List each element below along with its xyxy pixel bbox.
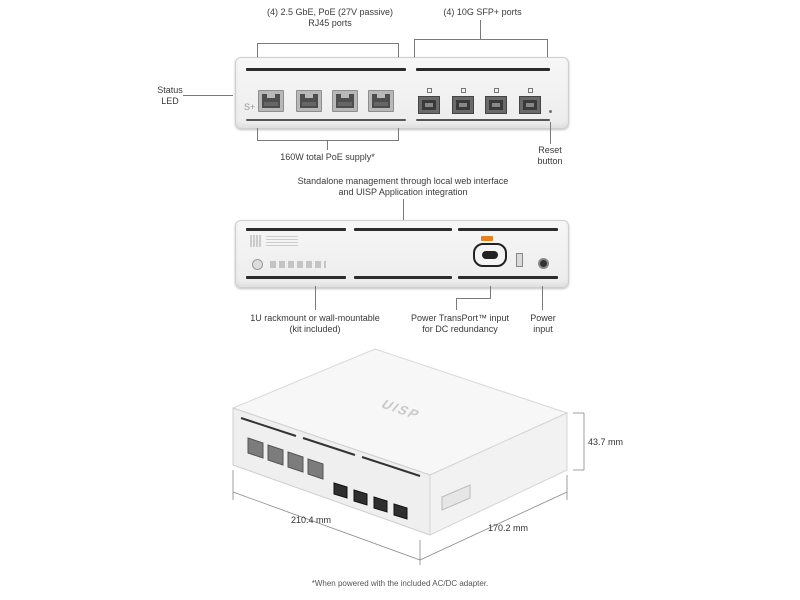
mount-label: 1U rackmount or wall-mountable (kit incl… xyxy=(245,313,385,335)
rj45-label-text: (4) 2.5 GbE, PoE (27V passive) RJ45 port… xyxy=(266,7,394,28)
power-input-leader xyxy=(542,286,543,310)
front-vent-3 xyxy=(361,456,421,477)
management-text: Standalone management through local web … xyxy=(297,176,509,197)
mount-text: 1U rackmount or wall-mountable (kit incl… xyxy=(250,313,380,334)
iso-rj45-2 xyxy=(267,444,284,466)
rj45-bracket-left xyxy=(257,43,258,57)
iso-sfp-4 xyxy=(393,503,408,520)
rear-vent-top-1 xyxy=(246,228,346,231)
iso-sfp-2 xyxy=(353,489,368,506)
rear-vent-bottom-1 xyxy=(246,276,346,279)
ground-screw-icon xyxy=(252,259,263,270)
sfp-led-1 xyxy=(427,88,432,93)
iso-rj45-4 xyxy=(307,458,324,480)
status-led-leader xyxy=(183,95,233,96)
sfp-port-3[interactable] xyxy=(485,96,507,114)
power-transport-port[interactable] xyxy=(473,243,507,267)
sfp-led-4 xyxy=(528,88,533,93)
rj45-bracket-right xyxy=(398,43,399,57)
front-panel: S+ xyxy=(235,57,569,129)
label-text-block xyxy=(266,236,298,246)
poe-supply-label: 160W total PoE supply* xyxy=(265,152,390,163)
depth-dim-line xyxy=(419,491,568,561)
poe-bracket-left xyxy=(257,128,258,140)
rear-vent-top-3 xyxy=(458,228,558,231)
power-input-jack[interactable] xyxy=(538,258,549,269)
sfp-led-3 xyxy=(494,88,499,93)
transport-bracket xyxy=(456,298,491,299)
power-input-label: Power input xyxy=(522,313,564,335)
depth-dimension: 170.2 mm xyxy=(488,523,529,533)
reset-label: Reset button xyxy=(528,145,572,167)
sfp-port-1[interactable] xyxy=(418,96,440,114)
rj45-port-3[interactable] xyxy=(332,90,358,112)
status-led-text: Status LED xyxy=(157,85,183,106)
transport-socket xyxy=(482,251,498,259)
width-dim-line xyxy=(232,491,421,561)
rear-panel xyxy=(235,220,569,288)
iso-rj45-1 xyxy=(247,437,264,459)
sfp-port-2[interactable] xyxy=(452,96,474,114)
sfp-ports-label: (4) 10G SFP+ ports xyxy=(420,7,545,18)
reset-leader xyxy=(550,122,551,144)
vent-top-right xyxy=(416,68,550,71)
rear-vent-bottom-2 xyxy=(354,276,452,279)
footnote-text: *When powered with the included AC/DC ad… xyxy=(311,579,489,588)
rj45-port-4[interactable] xyxy=(368,90,394,112)
rear-vent-bottom-3 xyxy=(458,276,558,279)
transport-label: Power TransPort™ input for DC redundancy xyxy=(405,313,515,335)
front-vent-2 xyxy=(302,437,356,456)
rj45-ports-label: (4) 2.5 GbE, PoE (27V passive) RJ45 port… xyxy=(255,7,405,29)
sfp-label-text: (4) 10G SFP+ ports xyxy=(443,7,522,17)
transport-leader xyxy=(456,298,457,310)
warning-badge-icon xyxy=(481,236,493,241)
reset-button[interactable] xyxy=(549,110,552,113)
front-vent-1 xyxy=(240,417,297,437)
rj45-port-1[interactable] xyxy=(258,90,284,112)
sfp-bracket-left xyxy=(414,39,415,57)
poe-bracket-right xyxy=(398,128,399,140)
mount-leader xyxy=(315,286,316,310)
side-cover xyxy=(441,484,471,511)
management-leader xyxy=(403,199,404,220)
sfp-bracket-right xyxy=(547,39,548,57)
management-label: Standalone management through local web … xyxy=(278,176,528,198)
width-dimension: 210.4 mm xyxy=(291,515,332,525)
vent-top-left xyxy=(246,68,406,71)
sfp-port-4[interactable] xyxy=(519,96,541,114)
qr-code-icon xyxy=(250,235,262,247)
transport-text: Power TransPort™ input for DC redundancy xyxy=(410,313,510,334)
sfp-led-2 xyxy=(461,88,466,93)
status-led-label: Status LED xyxy=(150,85,190,107)
rj45-port-2[interactable] xyxy=(296,90,322,112)
vent-bottom-right xyxy=(416,119,550,121)
iso-rj45-3 xyxy=(287,451,304,473)
power-input-text: Power input xyxy=(530,313,556,334)
iso-sfp-1 xyxy=(333,482,348,499)
panel-logo: S+ xyxy=(244,102,256,112)
height-dimension: 43.7 mm xyxy=(588,437,624,447)
sfp-leader xyxy=(480,20,481,39)
rear-vent-top-2 xyxy=(354,228,452,231)
reset-text: Reset button xyxy=(537,145,563,166)
vent-bottom-left xyxy=(246,119,406,121)
poe-bracket xyxy=(257,140,399,141)
iso-sfp-3 xyxy=(373,496,388,513)
sfp-bracket xyxy=(414,39,548,40)
transport-bracket-right xyxy=(490,286,491,298)
footnote: *When powered with the included AC/DC ad… xyxy=(250,578,550,589)
right-face xyxy=(429,412,568,536)
power-switch[interactable] xyxy=(516,253,523,267)
certification-marks xyxy=(270,261,326,268)
poe-leader xyxy=(327,140,328,150)
rj45-bracket xyxy=(257,43,399,44)
poe-supply-text: 160W total PoE supply* xyxy=(280,152,375,162)
